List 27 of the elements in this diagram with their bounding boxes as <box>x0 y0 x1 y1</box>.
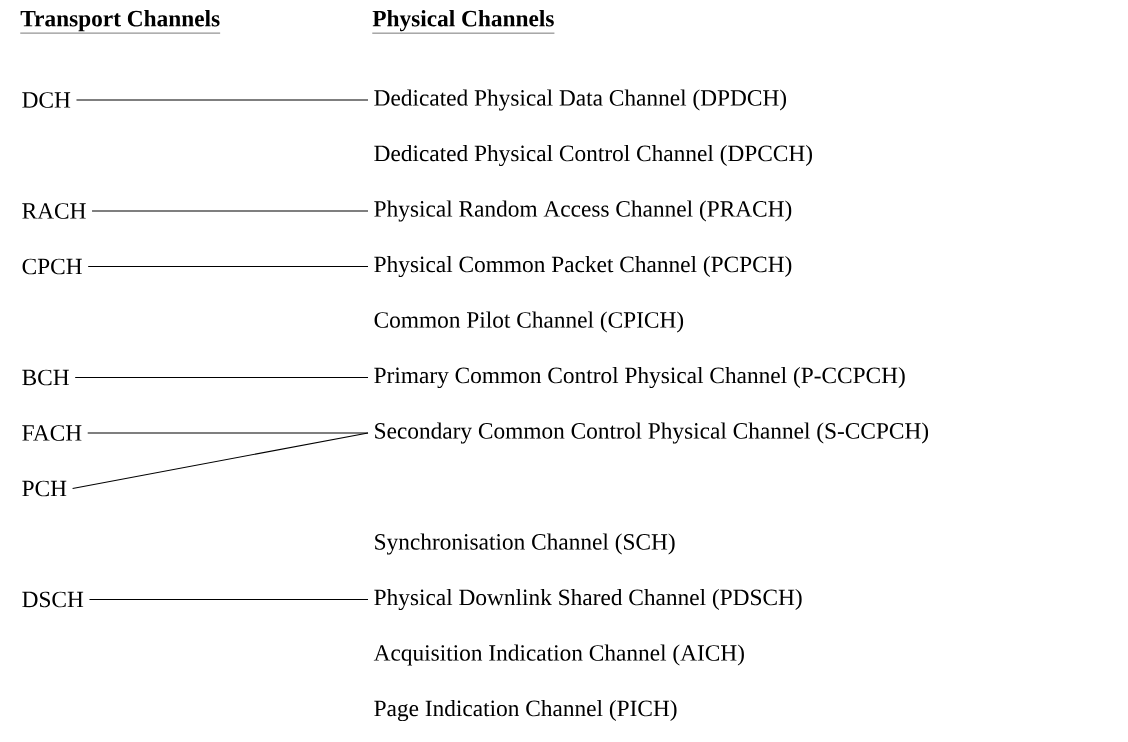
channel-name: DCH <box>22 92 71 108</box>
column-heading: Physical Channels <box>372 10 555 34</box>
channel-name: Physical Common Packet Channel (PCPCH) <box>374 255 792 278</box>
column-heading: Transport Channels <box>20 10 221 34</box>
channel-name: Common Pilot Channel (CPICH) <box>374 311 684 333</box>
channel-name: Dedicated Physical Data Channel (DPDCH) <box>374 89 787 111</box>
channel-name: RACH <box>22 203 86 219</box>
connector-line <box>72 432 369 490</box>
channel-name: Secondary Common Control Physical Channel (S-CCPCH) <box>375 422 929 444</box>
connector-line <box>74 376 369 379</box>
channel-name: FACH <box>22 425 82 441</box>
channel-name: BCH <box>22 369 69 386</box>
channel-name: Physical Random Access Channel (PRACH) <box>374 200 792 222</box>
connector-line <box>88 598 369 601</box>
connector-line <box>91 210 369 212</box>
channel-name: Physical Downlink Shared Channel (PDSCH) <box>374 588 802 611</box>
channel-name: DSCH <box>22 591 84 608</box>
channel-name: PCH <box>22 480 67 497</box>
channel-name: Dedicated Physical Control Channel (DPCCH) <box>374 144 812 167</box>
channel-name: Primary Common Control Physical Channel (P-CCPCH) <box>374 366 905 389</box>
channel-name: Page Indication Channel (PICH) <box>374 699 677 722</box>
connector-line <box>75 99 369 101</box>
channel-name: CPCH <box>22 258 82 275</box>
channel-name: Acquisition Indication Channel (AICH) <box>373 644 744 666</box>
channel-name: Synchronisation Channel (SCH) <box>375 533 675 555</box>
connector-line <box>87 432 369 434</box>
connector-line <box>87 265 369 268</box>
